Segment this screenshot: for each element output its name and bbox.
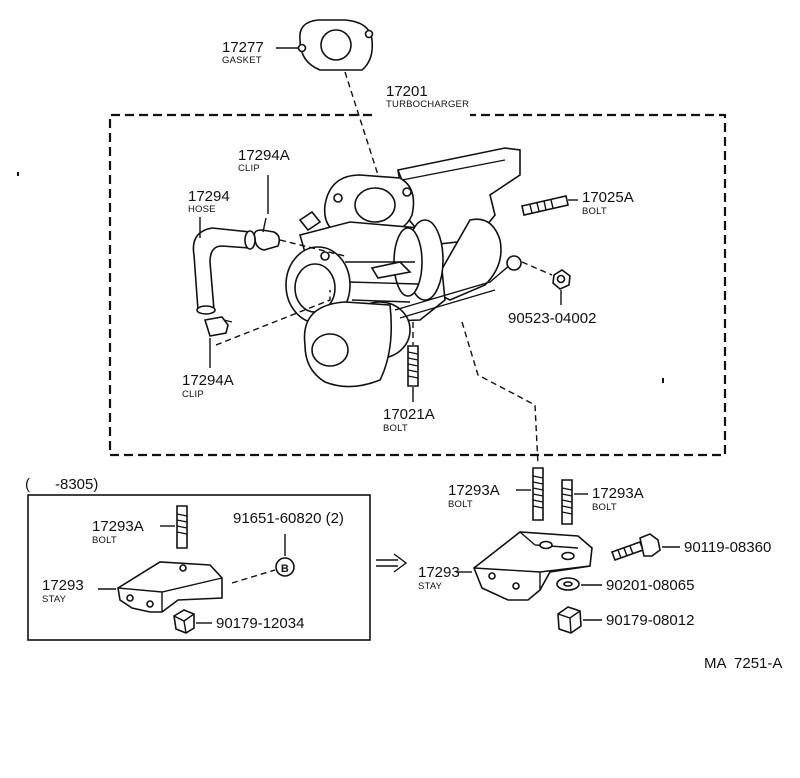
inset-stud-number: 17293A bbox=[92, 518, 144, 535]
nut-90179-number: 90179-08012 bbox=[606, 612, 694, 629]
stud-17025a-number: 17025A bbox=[582, 189, 634, 206]
stud-17021a-number: 17021A bbox=[383, 406, 435, 423]
inset-date-range: ( -8305) bbox=[25, 476, 98, 493]
bolt-90119-part[interactable] bbox=[610, 533, 661, 562]
inset-nut-b-number: 91651-60820 (2) bbox=[233, 510, 344, 527]
inset-nut-b-part[interactable]: B bbox=[275, 557, 295, 577]
inset-stud-name: BOLT bbox=[92, 535, 117, 546]
stud-17021a-name: BOLT bbox=[383, 423, 408, 434]
washer-90201-number: 90201-08065 bbox=[606, 577, 694, 594]
lower-clip-name: CLIP bbox=[182, 389, 204, 400]
hose-part[interactable] bbox=[192, 227, 256, 315]
inset-nut-part[interactable] bbox=[173, 609, 195, 634]
stay-number: 17293 bbox=[418, 564, 460, 581]
scan-mark bbox=[17, 172, 19, 176]
nut-90523-guide bbox=[521, 261, 553, 276]
inset-nut-number: 90179-12034 bbox=[216, 615, 304, 632]
gasket-part[interactable] bbox=[297, 19, 374, 71]
turbocharger-number: 17201 bbox=[386, 83, 428, 100]
lower-clip-part[interactable] bbox=[203, 316, 233, 337]
turbo-to-stay-guide bbox=[461, 321, 539, 466]
nut-90523-number: 90523-04002 bbox=[508, 310, 596, 327]
lower-clip-guide bbox=[215, 290, 331, 346]
stud-left-number: 17293A bbox=[448, 482, 500, 499]
washer-90201-part[interactable] bbox=[556, 577, 580, 591]
turbocharger-part[interactable] bbox=[285, 147, 522, 388]
gasket-name: GASKET bbox=[222, 55, 262, 66]
transition-arrow bbox=[376, 553, 408, 573]
stud-17025a-part[interactable] bbox=[521, 195, 569, 216]
gasket-number: 17277 bbox=[222, 39, 264, 56]
inset-stay-name: STAY bbox=[42, 594, 67, 605]
nut-90179-part[interactable] bbox=[557, 606, 582, 634]
reference-code: MA 7251-A bbox=[704, 655, 782, 672]
hose-number: 17294 bbox=[188, 188, 230, 205]
bolt-90119-number: 90119-08360 bbox=[684, 539, 771, 556]
stud-left-name: BOLT bbox=[448, 499, 473, 510]
stay-name: STAY bbox=[418, 581, 443, 592]
gasket-guide bbox=[344, 71, 379, 176]
stay-part[interactable] bbox=[473, 531, 593, 601]
inset-nut-b-marker: B bbox=[281, 563, 289, 575]
nut-90523-part[interactable] bbox=[552, 269, 571, 290]
inset-nut-b-guide bbox=[231, 569, 276, 584]
inset-stay-number: 17293 bbox=[42, 577, 84, 594]
stud-right-number: 17293A bbox=[592, 485, 644, 502]
stud-17021a-part[interactable] bbox=[407, 345, 419, 387]
upper-clip-name: CLIP bbox=[238, 163, 260, 174]
hose-name: HOSE bbox=[188, 204, 216, 215]
stud-left-part[interactable] bbox=[532, 467, 544, 521]
upper-clip-number: 17294A bbox=[238, 147, 290, 164]
upper-clip-guide bbox=[279, 239, 346, 257]
stud-right-part[interactable] bbox=[561, 479, 573, 525]
upper-clip-part[interactable] bbox=[253, 217, 281, 251]
inset-stay-part[interactable] bbox=[117, 561, 223, 613]
turbocharger-boundary bbox=[108, 113, 727, 457]
stud-right-name: BOLT bbox=[592, 502, 617, 513]
inset-box bbox=[27, 494, 371, 641]
inset-stud-part[interactable] bbox=[176, 505, 188, 549]
scan-mark bbox=[662, 378, 664, 383]
lower-clip-number: 17294A bbox=[182, 372, 234, 389]
stud-17025a-name: BOLT bbox=[582, 206, 607, 217]
turbocharger-name: TURBOCHARGER bbox=[386, 99, 469, 110]
